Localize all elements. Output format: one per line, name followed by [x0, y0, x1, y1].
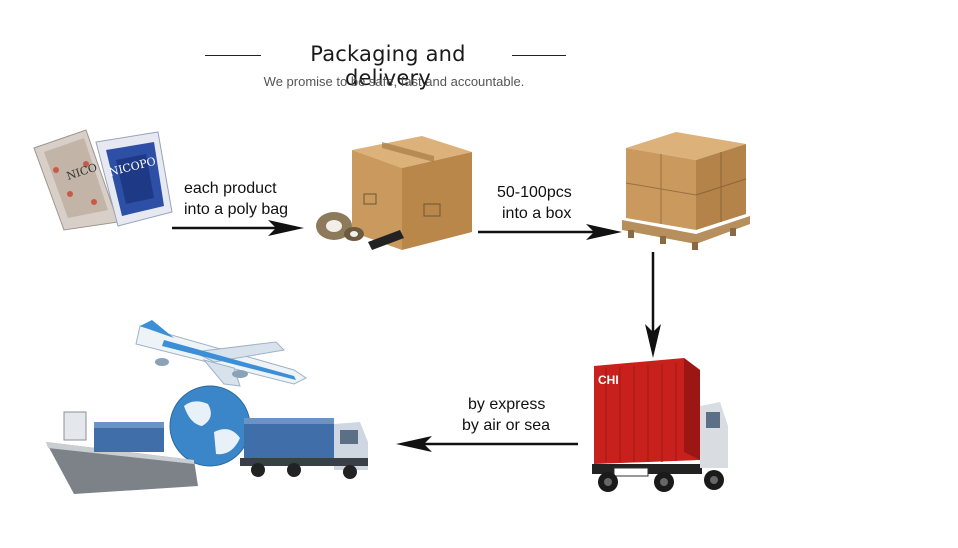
pallet-boxes-illustration	[622, 132, 750, 250]
poly-bag-right: NICOPO	[95, 131, 173, 227]
title-rule-right	[512, 55, 566, 56]
step-label-poly-bag-line-2: into a poly bag	[184, 201, 289, 218]
container-logo-text: CHI	[598, 373, 619, 387]
cargo-trailer-truck	[240, 418, 368, 479]
global-transport-illustration	[46, 320, 368, 494]
title-rule-left	[205, 55, 261, 56]
arrow-box-to-pallet	[478, 224, 622, 240]
packing-tape-roll	[316, 212, 364, 241]
step-label-box-line-1: 50-100pcs	[497, 184, 572, 201]
arrow-bag-to-box	[172, 220, 304, 236]
cargo-ship	[46, 411, 198, 494]
page-title: Packaging and delivery	[310, 42, 466, 90]
step-label-poly-bag: each product into a poly bag	[184, 178, 288, 220]
step-label-box: 50-100pcs into a box	[497, 182, 572, 224]
globe-icon	[169, 385, 251, 467]
arrow-truck-to-transport	[396, 436, 578, 452]
poly-bags-illustration: NICO NICOPO	[33, 129, 173, 231]
tape-dispenser	[368, 230, 404, 250]
page-subtitle: We promise to be safe, fast and accounta…	[263, 74, 525, 89]
carton-box-illustration	[316, 136, 472, 250]
truck-cab	[700, 402, 728, 468]
license-plate	[613, 467, 649, 477]
container-truck-illustration: CHI	[592, 358, 728, 492]
airplane	[135, 320, 307, 387]
step-label-delivery: by express by air or sea	[462, 394, 550, 436]
wooden-pallet	[622, 216, 750, 250]
arrow-pallet-to-truck	[645, 252, 661, 358]
step-label-delivery-line-1: by express	[468, 396, 546, 413]
step-label-box-line-2: into a box	[502, 205, 572, 222]
poly-bag-left: NICO	[33, 129, 119, 231]
step-label-delivery-line-2: by air or sea	[462, 417, 551, 434]
step-label-poly-bag-line-1: each product	[184, 180, 277, 197]
